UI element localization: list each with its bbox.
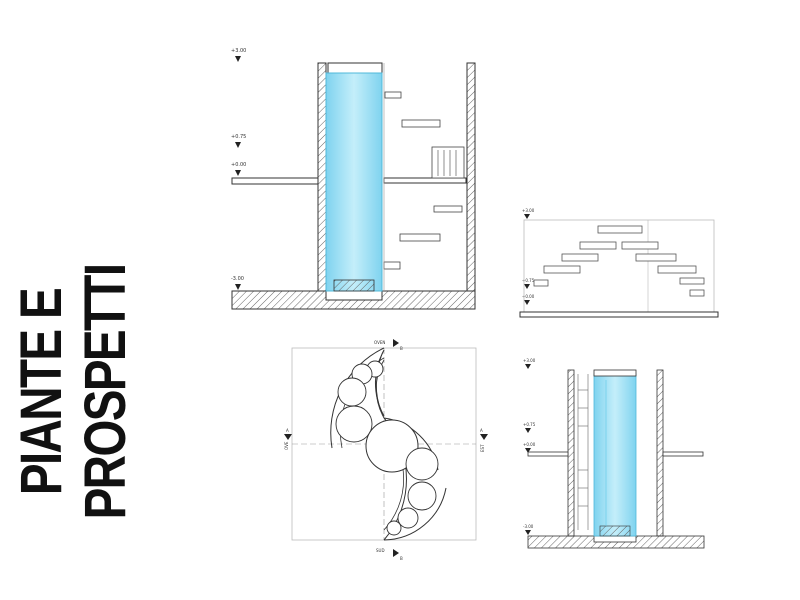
water-column (325, 72, 383, 292)
level-marker: -3.00 (231, 276, 244, 290)
section-marker: A (286, 428, 289, 433)
level-label: +0.75 (523, 422, 536, 427)
section-marker: A (480, 428, 483, 433)
level-label: +0.75 (522, 278, 535, 283)
level-label: +3.00 (522, 208, 535, 213)
level-label: +0.00 (522, 294, 535, 299)
south-label: SUD (376, 548, 385, 553)
north-label: OVEN (374, 340, 385, 345)
west-label: OVE (284, 441, 289, 450)
level-label: +0.00 (231, 162, 246, 168)
main-section: +3.00 +0.75 +0.00 -3.00 (231, 48, 476, 310)
level-label: -3.00 (231, 276, 244, 282)
level-marker: +0.00 (231, 162, 246, 176)
level-label: +0.75 (231, 134, 246, 140)
water-column (593, 373, 637, 537)
right-elevation: +3.00 +0.75 +0.00 (519, 208, 719, 318)
level-label: +0.00 (523, 442, 536, 447)
level-marker: +3.00 (231, 48, 246, 62)
level-label: -3.00 (523, 524, 534, 529)
level-label: +3.00 (231, 48, 246, 54)
level-label: +3.00 (523, 358, 536, 363)
section-marker: B (400, 556, 403, 561)
east-label: EST (480, 444, 485, 452)
section-marker: B (400, 346, 403, 351)
level-marker: +0.75 (231, 134, 246, 148)
small-section: +3.00 +0.75 +0.00 -3.00 (523, 358, 705, 549)
floor-plan: OVEN SUD EST OVE A A B B (284, 339, 488, 561)
